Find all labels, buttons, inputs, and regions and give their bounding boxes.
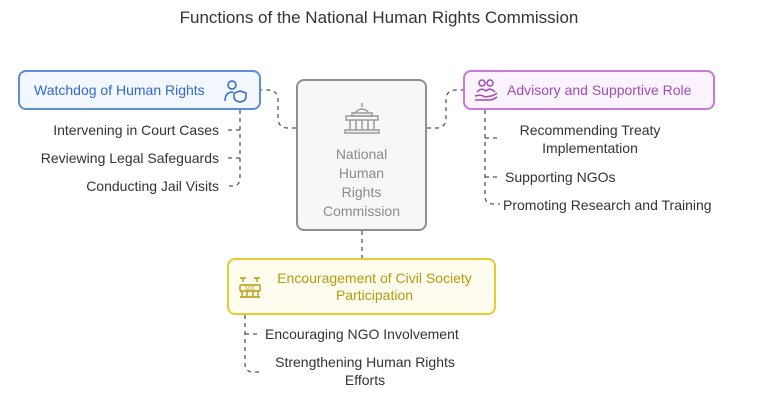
- connector-advisory-items: [484, 110, 500, 205]
- advisory-item-1: Recommending Treaty Implementation: [505, 121, 675, 157]
- center-label-line1: National: [335, 146, 388, 162]
- civil-item-2-line1: Strengthening Human Rights: [275, 354, 455, 370]
- branch-watchdog: Watchdog of Human Rights: [18, 70, 261, 110]
- civil-item-2: Strengthening Human Rights Efforts: [265, 353, 465, 389]
- civil-item-1: Encouraging NGO Involvement: [265, 326, 459, 342]
- connector-watchdog-items: [226, 110, 241, 187]
- branch-civil-label: Encouragement of Civil Society Participa…: [269, 270, 494, 304]
- branch-watchdog-label: Watchdog of Human Rights: [34, 81, 205, 98]
- watchdog-item-3: Conducting Jail Visits: [86, 178, 219, 194]
- advisory-item-2: Supporting NGOs: [505, 169, 616, 185]
- branch-advisory: Advisory and Supportive Role: [463, 70, 715, 110]
- advisory-item-1-line1: Recommending Treaty: [519, 122, 661, 138]
- center-label-line3: Rights: [341, 184, 382, 200]
- center-label-line4: Commission: [322, 203, 400, 219]
- connector-center-advisory: [427, 89, 463, 129]
- user-shield-icon: [223, 79, 249, 103]
- connector-civil-items: [244, 315, 260, 373]
- advisory-item-1-line2: Implementation: [542, 140, 638, 156]
- building-columns-icon: [343, 101, 381, 135]
- watchdog-item-2: Reviewing Legal Safeguards: [40, 150, 219, 166]
- branch-advisory-label: Advisory and Supportive Role: [507, 81, 692, 98]
- branch-civil-label-line2: Participation: [335, 286, 414, 303]
- center-label-line2: Human: [338, 165, 385, 181]
- center-node: National Human Rights Commission: [296, 79, 427, 231]
- branch-civil-label-line1: Encouragement of Civil Society: [277, 269, 472, 286]
- people-group-icon: SOC: [237, 274, 263, 300]
- svg-text:SOC: SOC: [245, 286, 256, 292]
- hands-people-icon: [473, 78, 499, 102]
- advisory-item-3: Promoting Research and Training: [503, 197, 712, 213]
- watchdog-item-1: Intervening in Court Cases: [53, 122, 219, 138]
- branch-civil-society: SOC Encouragement of Civil Society Parti…: [227, 258, 496, 315]
- connector-center-watchdog: [261, 89, 296, 129]
- diagram-title: Functions of the National Human Rights C…: [179, 8, 579, 27]
- civil-item-2-line2: Efforts: [344, 372, 386, 388]
